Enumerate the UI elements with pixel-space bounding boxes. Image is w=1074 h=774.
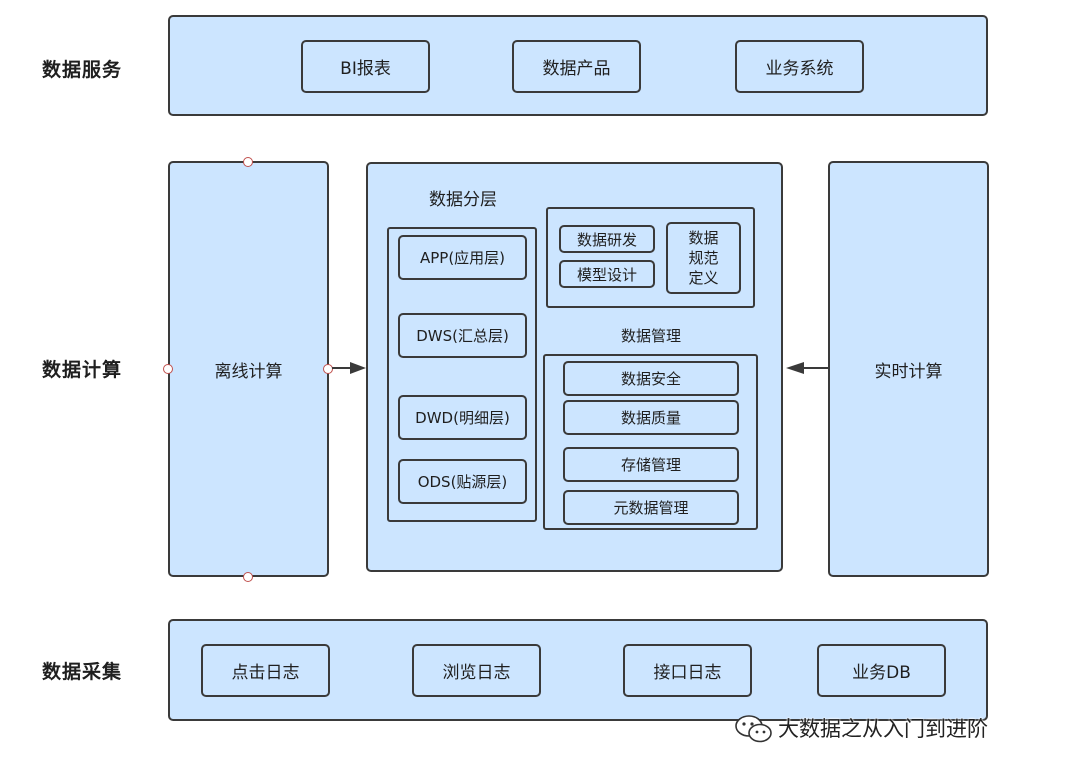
layer-ods-box[interactable]: ODS(贴源层) — [398, 459, 527, 504]
layer-label-service: 数据服务 — [42, 58, 123, 81]
resize-handle-top — [243, 157, 253, 167]
metadata-mgmt-box[interactable]: 元数据管理 — [563, 490, 739, 525]
data-mgmt-title: 数据管理 — [620, 326, 681, 345]
layer-dwd-box[interactable]: DWD(明细层) — [398, 395, 527, 440]
data-layering-title: 数据分层 — [429, 189, 497, 210]
bi-report-box[interactable]: BI报表 — [301, 40, 430, 93]
offline-to-center-arrow — [332, 362, 366, 374]
click-log-box[interactable]: 点击日志 — [201, 644, 330, 697]
data-quality-box[interactable]: 数据质量 — [563, 400, 739, 435]
data-layering-frame — [387, 227, 537, 522]
layer-label-collect: 数据采集 — [42, 660, 123, 683]
business-system-box[interactable]: 业务系统 — [735, 40, 864, 93]
layer-label-compute: 数据计算 — [42, 358, 123, 381]
data-spec-line-2: 规范 — [688, 249, 719, 267]
browse-log-box[interactable]: 浏览日志 — [412, 644, 541, 697]
data-dev-box[interactable]: 数据研发 — [559, 225, 655, 253]
api-log-box[interactable]: 接口日志 — [623, 644, 752, 697]
development-frame — [546, 207, 755, 308]
data-product-box[interactable]: 数据产品 — [512, 40, 641, 93]
offline-compute-box[interactable]: 离线计算 — [168, 161, 329, 577]
storage-mgmt-box[interactable]: 存储管理 — [563, 447, 739, 482]
data-mgmt-frame — [543, 354, 758, 530]
data-spec-line-3: 定义 — [688, 269, 719, 287]
resize-handle-bottom — [243, 572, 253, 582]
realtime-compute-box[interactable]: 实时计算 — [828, 161, 989, 577]
data-spec-line-1: 数据 — [688, 229, 719, 247]
resize-handle-left — [163, 364, 173, 374]
data-security-box[interactable]: 数据安全 — [563, 361, 739, 396]
data-spec-box[interactable]: 数据 规范 定义 — [666, 222, 741, 294]
realtime-to-center-arrow — [786, 362, 828, 374]
watermark-text: 大数据之从入门到进阶 — [778, 717, 988, 741]
wechat-icon — [735, 715, 772, 743]
layer-app-box[interactable]: APP(应用层) — [398, 235, 527, 280]
model-design-box[interactable]: 模型设计 — [559, 260, 655, 288]
layer-dws-box[interactable]: DWS(汇总层) — [398, 313, 527, 358]
business-db-box[interactable]: 业务DB — [817, 644, 946, 697]
